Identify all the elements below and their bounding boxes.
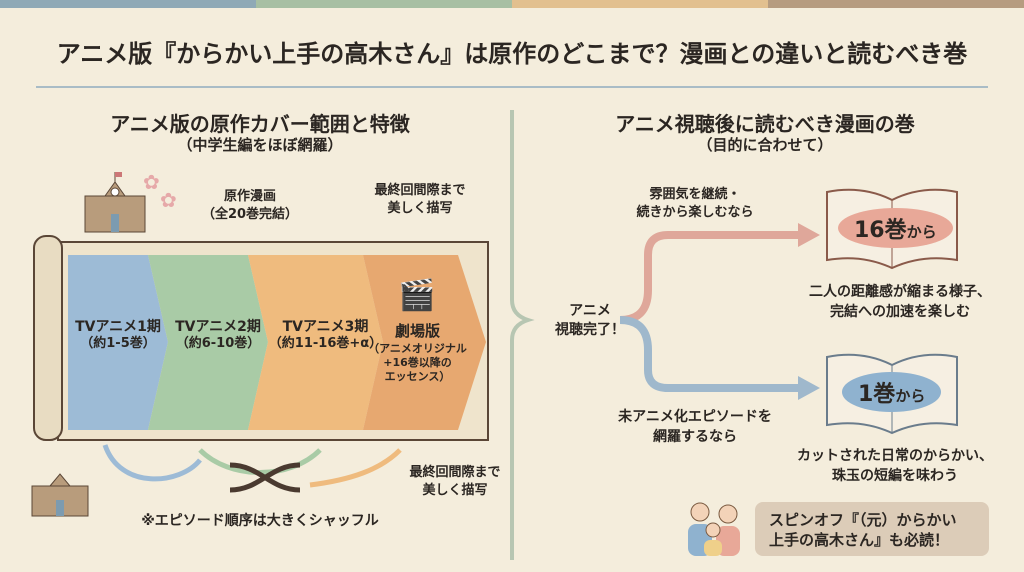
color-band-green <box>256 0 512 8</box>
chevron-season3 <box>248 255 383 430</box>
branch-top-condition: 雰囲気を継続・続きから楽しむなら <box>636 187 754 220</box>
stage-season3: TVアニメ3期（約11-16巻+α） <box>268 319 383 352</box>
branch-bottom-condition: 未アニメ化エピソードを網羅するなら <box>618 409 772 445</box>
shuffle-note: ※エピソード順序は大きくシャッフル <box>141 513 379 529</box>
arrow-to-vol16 <box>620 231 800 324</box>
school-icon <box>84 172 146 233</box>
shuffle-arrows <box>102 444 402 493</box>
coverage-chevrons <box>68 255 486 430</box>
color-band-blue <box>0 0 256 8</box>
note-bottom: 最終回間際まで美しく描写 <box>409 465 501 498</box>
branch-top-desc: 二人の距離感が縮まる様子、完結への加速を楽しむ <box>809 284 991 320</box>
sakura-icon: ✿ <box>160 188 177 212</box>
arrow-to-vol1 <box>620 316 800 392</box>
stage-movie: 劇場版（アニメオリジナル+16巻以降のエッセンス） <box>368 322 467 384</box>
branch-bottom-desc: カットされた日常のからかい、珠玉の短編を味わう <box>797 448 993 484</box>
stage-season2: TVアニメ2期（約6-10巻） <box>175 319 261 352</box>
chevron-movie <box>363 255 486 430</box>
chevron-season1 <box>68 255 168 430</box>
sakura-icon: ✿ <box>143 170 160 194</box>
start-label: アニメ視聴完了！ <box>555 303 625 338</box>
note-top: 最終回間際まで美しく描写 <box>374 183 466 216</box>
family-icon <box>688 502 740 556</box>
school-icon <box>31 473 89 517</box>
manga-sub: （全20巻完結） <box>201 207 299 222</box>
left-heading: アニメ版の原作カバー範囲と特徴 <box>110 112 410 136</box>
title-divider <box>36 86 988 88</box>
right-subheading: （目的に合わせて） <box>697 136 833 154</box>
branch-arrows <box>620 223 820 400</box>
color-band-brown <box>768 0 1024 8</box>
spinoff-callout: スピンオフ『（元）からかい上手の高木さん』も必読！ <box>755 502 989 556</box>
color-band-tan <box>512 0 768 8</box>
chevron-season2 <box>148 255 268 430</box>
page-title: アニメ版『からかい上手の高木さん』は原作のどこまで？漫画との違いと読むべき巻 <box>56 40 968 68</box>
section-separator <box>510 110 535 560</box>
left-subheading: （中学生編をほぼ網羅） <box>177 136 343 154</box>
volume-badge-1: 1巻から <box>842 372 942 412</box>
right-heading: アニメ視聴後に読むべき漫画の巻 <box>615 112 915 136</box>
clapperboard-icon: 🎬 <box>398 278 436 313</box>
stage-season1: TVアニメ1期（約1-5巻） <box>75 319 161 352</box>
volume-badge-16: 16巻から <box>838 208 953 248</box>
manga-label: 原作漫画 <box>223 189 276 204</box>
